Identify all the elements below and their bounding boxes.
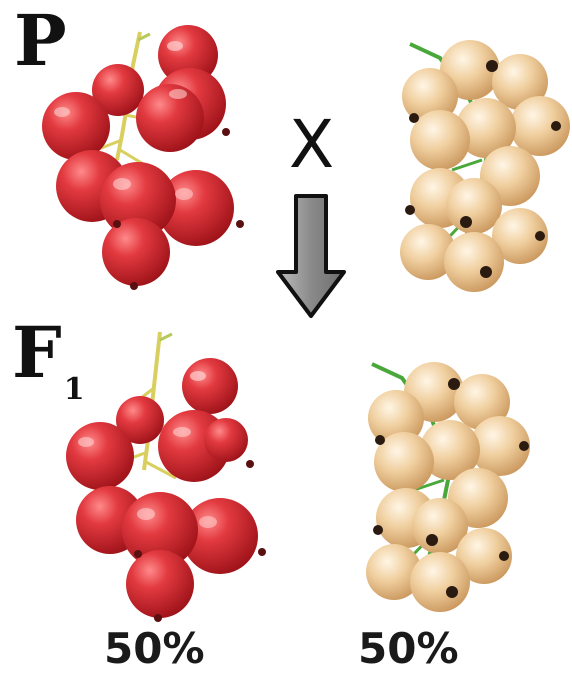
parent-red-currant [42, 25, 244, 290]
red-offspring-percentage: 50% [104, 628, 205, 670]
down-arrow-icon [278, 196, 344, 316]
white-offspring-percentage: 50% [358, 628, 459, 670]
offspring-white-currant [366, 362, 530, 612]
parent-white-currant [400, 40, 570, 292]
offspring-red-currant [66, 332, 266, 622]
